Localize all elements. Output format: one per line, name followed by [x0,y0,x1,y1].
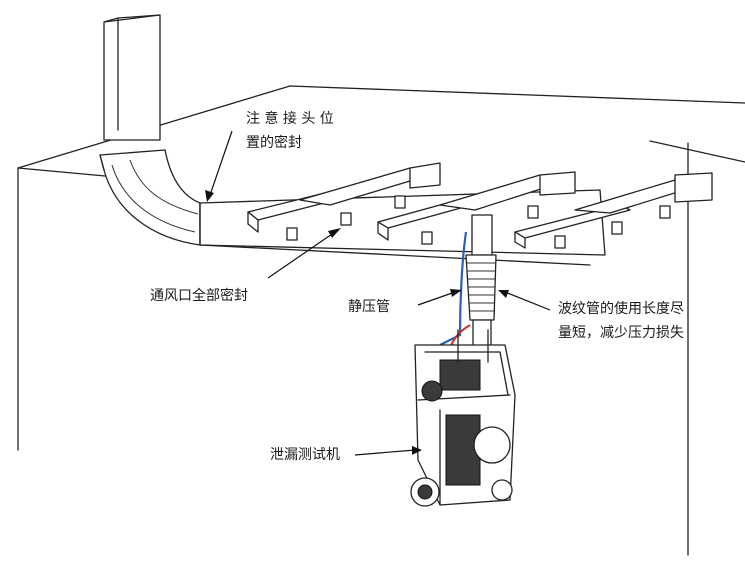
bellows-label-line2: 量短，减少压力损失 [558,325,684,341]
joint-seal-label-line2: 置的密封 [246,135,302,151]
ceiling-slab [17,85,745,556]
branch-ducts [247,162,713,249]
tester-label: 泄漏测试机 [270,447,340,463]
leak-tester-machine [410,329,516,507]
static-pipe-label: 静压管 [348,299,390,315]
riser-duct [103,14,161,141]
vent-seal-label: 通风口全部密封 [150,288,248,304]
bellows-label-line1: 波纹管的使用长度尽 [558,301,684,317]
vent-outlets [286,195,671,249]
joint-seal-label-line1: 注 意 接 头 位 [246,111,334,127]
elbow-duct [99,149,201,246]
annotation-arrows [205,130,551,456]
